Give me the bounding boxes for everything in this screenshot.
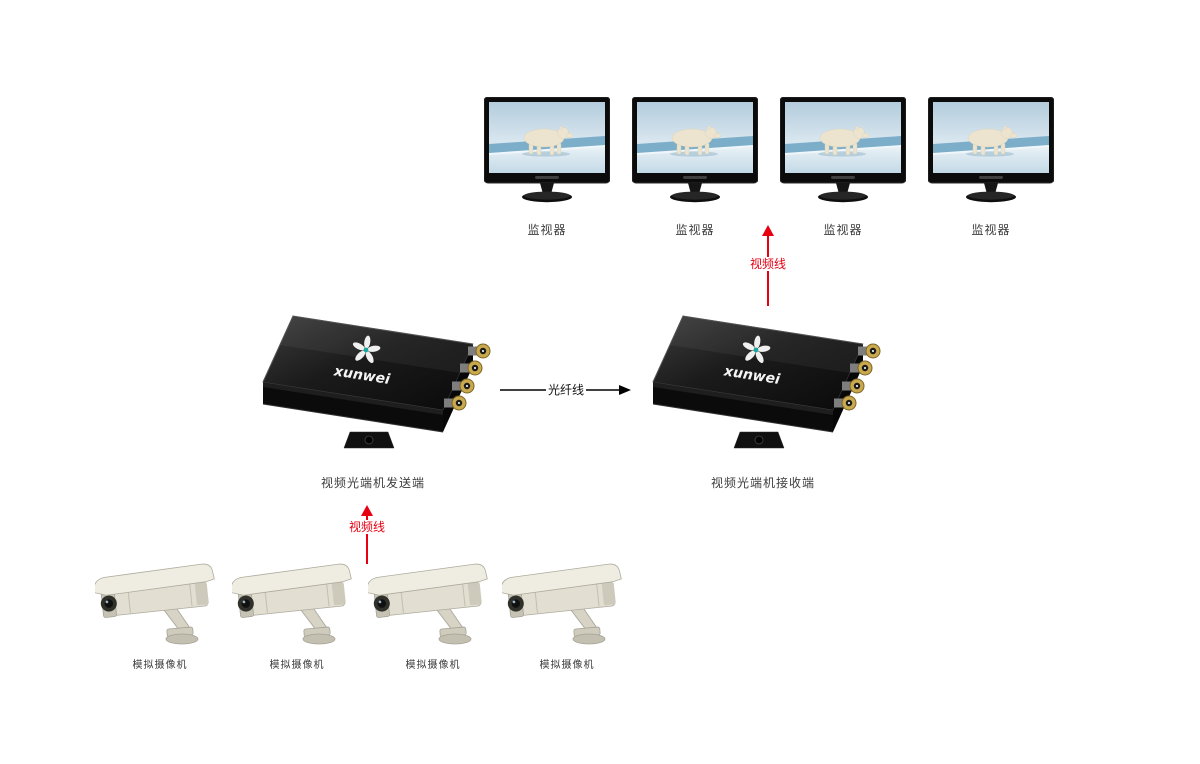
camera-sunshield: [500, 563, 622, 596]
monitor-label: 监视器: [971, 223, 1011, 237]
monitor-stand: [522, 183, 572, 203]
monitor-stand: [818, 183, 868, 203]
monitor-screen: [488, 102, 606, 173]
optical-transceiver-image: xunwei: [652, 315, 881, 449]
monitor-brand-strip: [535, 176, 559, 179]
polar-bear-image: [671, 126, 722, 156]
camera-label: 模拟摄像机: [132, 660, 188, 671]
monitor-stand: [670, 183, 720, 203]
monitor-stand: [966, 183, 1016, 203]
camera-mount-base: [572, 626, 606, 645]
polar-bear-image: [967, 126, 1018, 156]
camera-label: 模拟摄像机: [269, 660, 325, 671]
monitor-label: 监视器: [675, 223, 715, 237]
camera-4: 模拟摄像机: [500, 558, 632, 671]
fiber-cable-label: 光纤线: [545, 383, 587, 397]
monitor-image: [483, 96, 611, 203]
monitor-screen: [784, 102, 902, 173]
monitor-label: 监视器: [527, 223, 567, 237]
monitor-label: 监视器: [823, 223, 863, 237]
camera-mount-base: [438, 626, 472, 645]
mounting-tab: [343, 431, 395, 449]
camera-sunshield: [230, 563, 352, 596]
camera-image: [500, 563, 622, 645]
fan-icon: [352, 335, 381, 364]
video-cable-label-bottom: 视频线: [346, 520, 388, 534]
monitor-brand-strip: [979, 176, 1003, 179]
polar-bear-image: [523, 126, 574, 156]
camera-image: [366, 563, 488, 645]
monitor-brand-strip: [831, 176, 855, 179]
camera-sunshield: [93, 563, 215, 596]
monitor-image: [631, 96, 759, 203]
video-cable-arrow-bottom: [361, 505, 373, 564]
fan-icon: [742, 335, 771, 364]
camera-image: [93, 563, 215, 645]
bnc-connector-icon: [444, 343, 491, 411]
camera-mount-base: [302, 626, 336, 645]
transmitter-label: 视频光端机发送端: [320, 476, 425, 490]
device-front-face: [653, 382, 833, 432]
bnc-connector-icon: [834, 343, 881, 411]
monitor-screen: [932, 102, 1050, 173]
monitor-4: 监视器: [927, 96, 1055, 238]
camera-1: 模拟摄像机: [93, 558, 225, 671]
monitor-1: 监视器: [483, 96, 611, 238]
camera-label: 模拟摄像机: [539, 660, 595, 671]
monitor-3: 监视器: [779, 96, 907, 238]
monitor-2: 监视器: [631, 96, 759, 238]
monitor-brand-strip: [683, 176, 707, 179]
camera-sunshield: [366, 563, 488, 596]
transmitter-device: xunwei 视频光端机发送端: [238, 298, 508, 491]
camera-image: [230, 563, 352, 645]
camera-3: 模拟摄像机: [366, 558, 498, 671]
polar-bear-image: [819, 126, 870, 156]
camera-label: 模拟摄像机: [405, 660, 461, 671]
device-front-face: [263, 382, 443, 432]
monitor-image: [779, 96, 907, 203]
monitor-image: [927, 96, 1055, 203]
optical-transceiver-image: xunwei: [262, 315, 491, 449]
receiver-label: 视频光端机接收端: [710, 476, 815, 490]
camera-2: 模拟摄像机: [230, 558, 362, 671]
camera-mount-base: [165, 626, 199, 645]
monitor-screen: [636, 102, 754, 173]
mounting-tab: [733, 431, 785, 449]
video-cable-label-top: 视频线: [747, 257, 789, 271]
receiver-device: xunwei 视频光端机接收端: [628, 298, 898, 491]
